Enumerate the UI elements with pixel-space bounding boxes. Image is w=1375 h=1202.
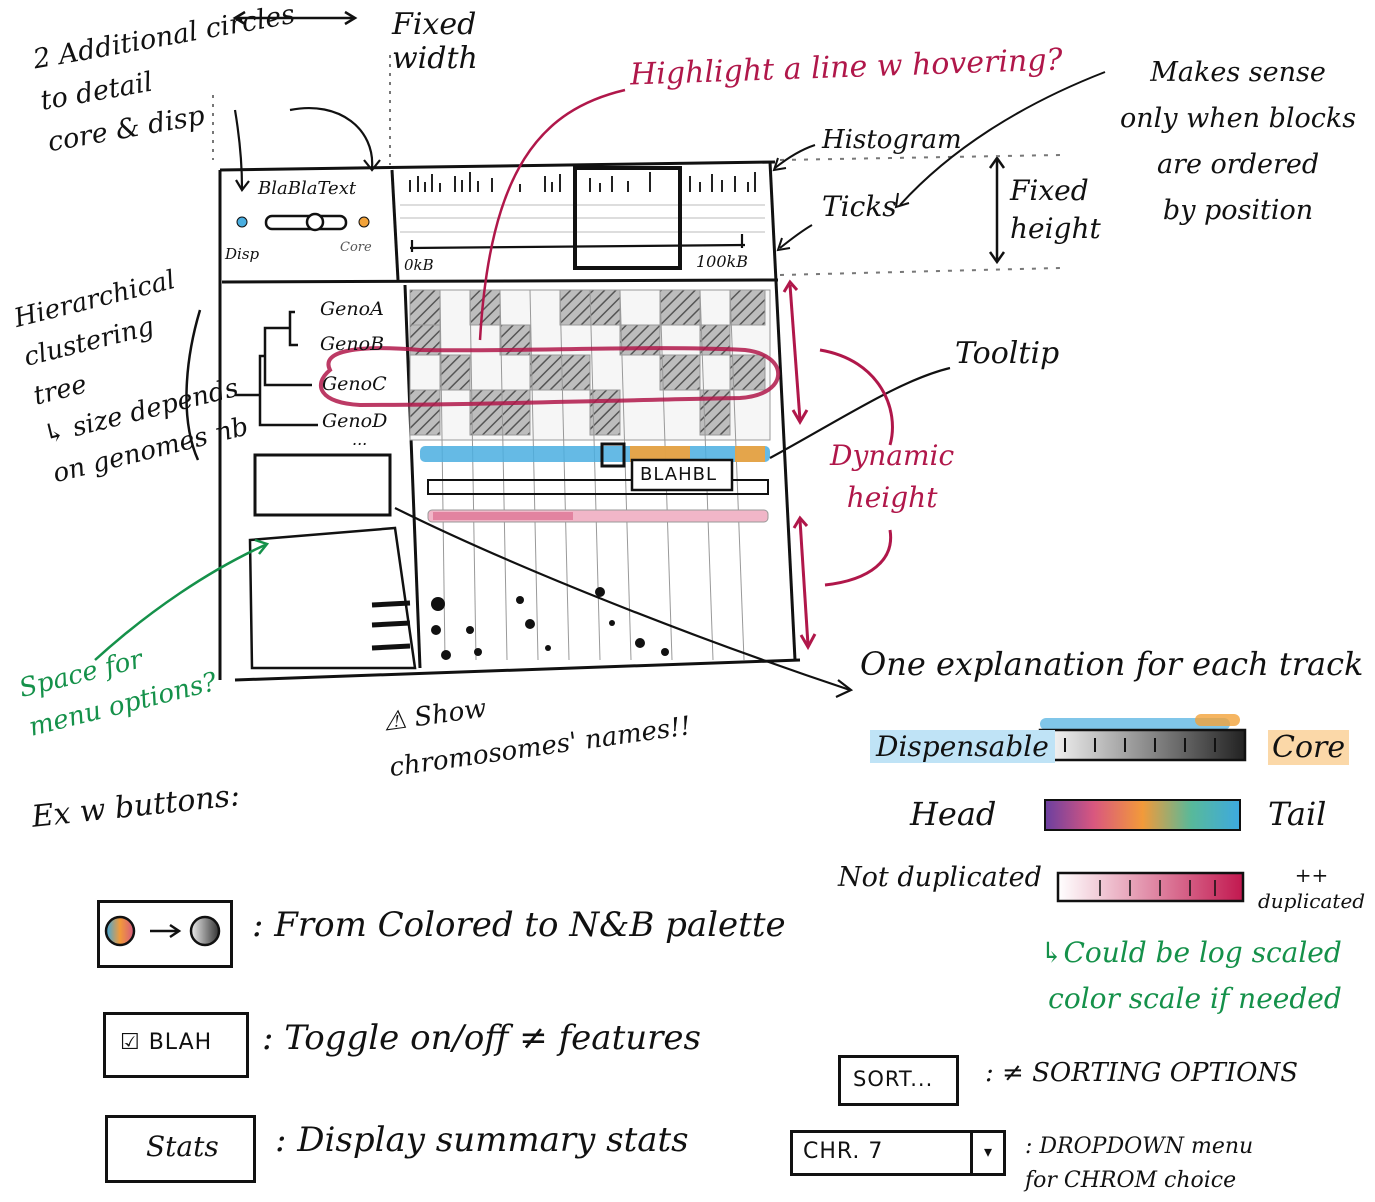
log-scale-note: ↳Could be log scaled color scale if need… <box>1040 936 1342 1015</box>
fixed-width-arrow <box>232 10 358 26</box>
dynamic-height-arrows <box>782 279 894 651</box>
palette-icons <box>104 915 221 947</box>
disp-label: Disp <box>225 245 260 263</box>
genome-more: ... <box>352 430 368 449</box>
toggle-button[interactable]: ☑ BLAH <box>103 1012 249 1078</box>
chromosome-desc: : DROPDOWN menu for CHROM choice <box>1025 1134 1254 1193</box>
menu-space-box <box>248 526 417 670</box>
explanation-arrow <box>394 507 851 692</box>
menu-space-arrow <box>94 543 266 661</box>
row-highlight-loop <box>318 346 781 408</box>
axis-end-label: 100kB <box>696 252 748 271</box>
toggle-button-label: ☑ BLAH <box>120 1030 213 1055</box>
tree-bracket <box>185 309 202 461</box>
legend-not-dup-label: Not duplicated <box>838 862 1042 893</box>
highlight-arrow <box>478 88 626 341</box>
legend-duplication <box>1056 871 1245 903</box>
fixed-height-label: Fixed height <box>1010 174 1101 245</box>
one-explanation-label: One explanation for each track <box>860 645 1364 683</box>
genome-label-c: GenoC <box>322 373 387 395</box>
disp-core-slider <box>236 212 370 232</box>
tooltip-text: BLAHBL <box>640 464 718 485</box>
legend-dup-label: ++ duplicated <box>1258 863 1366 913</box>
sort-desc: : ≠ SORTING OPTIONS <box>985 1058 1299 1088</box>
left-empty-box <box>253 453 392 517</box>
dynamic-height-label: Dynamic height <box>830 439 955 514</box>
fixed-height-arrow <box>779 154 1061 276</box>
legend-head-tail <box>1044 799 1241 831</box>
tooltip-label: Tooltip <box>955 336 1060 371</box>
chromosome-dropdown-value: CHR. 7 <box>803 1139 884 1164</box>
legend-tail-label: Tail <box>1268 795 1327 833</box>
histogram-label: Histogram <box>822 125 962 155</box>
sort-button-label: SORT... <box>853 1067 934 1091</box>
legend-dispensable-label: Dispensable <box>870 730 1055 763</box>
chevron-down-icon[interactable]: ▾ <box>970 1133 1003 1173</box>
histogram-grid <box>400 204 765 233</box>
lower-dots <box>431 587 669 660</box>
viewport-window <box>573 166 682 270</box>
menu-lines <box>371 600 411 651</box>
clustering-tree <box>235 310 318 427</box>
heatmap-grid <box>409 289 771 661</box>
panel-title: BlaBlaText <box>258 178 357 199</box>
legend-head-label: Head <box>910 795 997 833</box>
stats-button-label: Stats <box>146 1130 219 1163</box>
legend-core-label: Core <box>1268 730 1350 765</box>
genome-label-a: GenoA <box>320 298 384 320</box>
toggle-desc: : Toggle on/off ≠ features <box>262 1018 701 1058</box>
axis-start-label: 0kB <box>404 256 434 274</box>
circles-arrows <box>233 107 381 192</box>
core-label: Core <box>340 240 372 255</box>
stats-desc: : Display summary stats <box>275 1120 689 1160</box>
ticks-label: Ticks <box>822 190 897 223</box>
makes-sense-label: Makes sense only when blocks are ordered… <box>1120 57 1357 226</box>
legend-core-disp <box>1038 714 1247 762</box>
fixed-width-label: Fixed width <box>392 7 478 76</box>
tooltip-leader <box>769 366 951 459</box>
axis-ticks <box>409 234 746 252</box>
stats-button[interactable]: Stats <box>105 1115 256 1183</box>
genome-label-d: GenoD <box>322 410 388 432</box>
palette-desc: : From Colored to N&B palette <box>252 905 786 945</box>
track-core-disp <box>420 442 770 468</box>
palette-button[interactable] <box>97 900 233 968</box>
sort-button[interactable]: SORT... <box>838 1055 959 1106</box>
track-empty <box>427 479 769 495</box>
label-arrows <box>772 71 1106 252</box>
histogram-bars <box>409 172 756 192</box>
genome-label-b: GenoB <box>320 333 385 355</box>
chromosome-dropdown[interactable]: CHR. 7 ▾ <box>790 1130 1006 1176</box>
tooltip-box <box>630 458 734 492</box>
